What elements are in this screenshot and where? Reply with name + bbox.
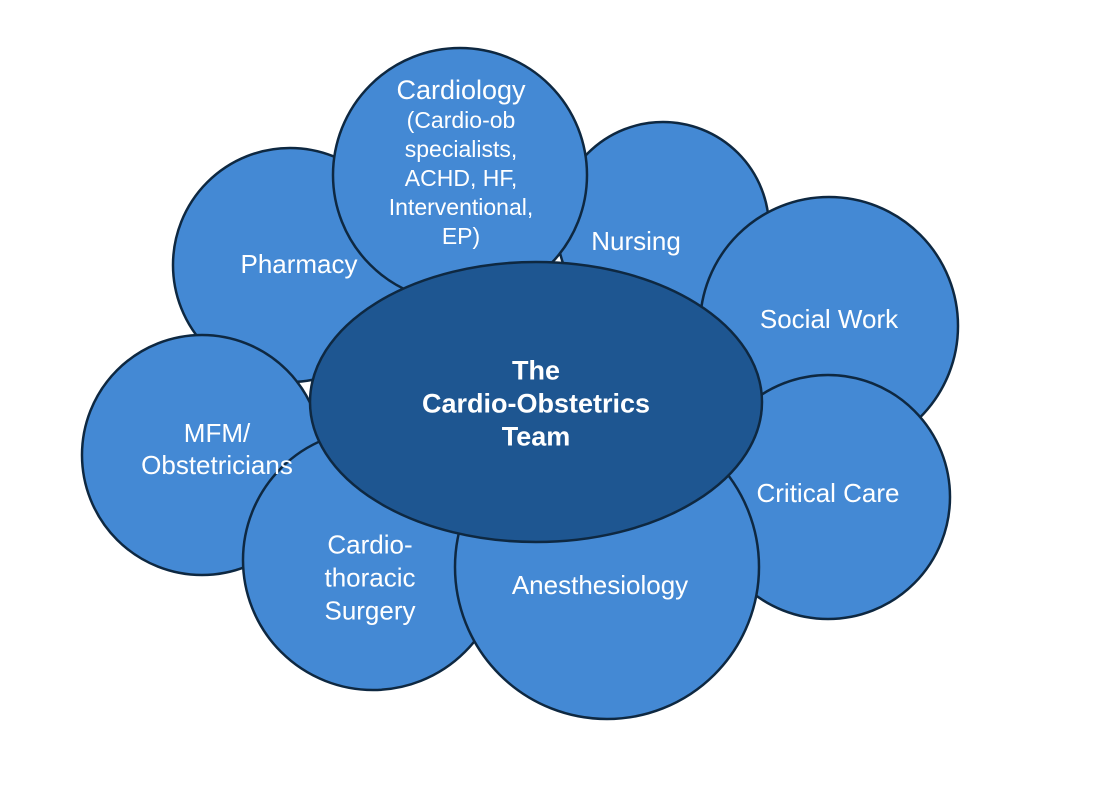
critical-care-label: Critical Care	[756, 477, 899, 509]
center-team-label-line: Cardio-Obstetrics	[421, 388, 651, 419]
cardiology-label-line: Cardiology	[396, 75, 526, 105]
mfm-obstetricians-label: MFM/ Obstetricians	[141, 417, 293, 481]
social-work-label-line: Social Work	[759, 304, 899, 334]
cardiology-label-line: specialists,	[404, 136, 518, 162]
pharmacy-label: Pharmacy	[240, 248, 357, 280]
center-team-label: The Cardio-Obstetrics Team	[422, 355, 650, 454]
nursing-label-line: Nursing	[591, 226, 681, 256]
social-work-label: Social Work	[760, 303, 898, 335]
ct-surgery-label-line: Cardio-	[327, 529, 413, 560]
center-team-ellipse	[308, 260, 764, 544]
critical-care-label-line: Critical Care	[756, 478, 900, 508]
mfm-label-line: MFM/	[183, 418, 251, 448]
cardiology-label-line: (Cardio-ob	[406, 107, 516, 133]
cardiology-label-line: EP)	[441, 223, 481, 249]
anesthesiology-label: Anesthesiology	[512, 569, 688, 601]
ct-surgery-label-line: Surgery	[324, 595, 416, 626]
cardiology-label: Cardiology (Cardio-ob specialists, ACHD,…	[389, 75, 533, 251]
cardiology-label-line: ACHD, HF,	[404, 165, 518, 191]
cardiology-label-line: Interventional,	[388, 194, 534, 220]
center-team-label-line: Team	[501, 421, 571, 452]
center-team-label-line: The	[511, 355, 560, 386]
cardiothoracic-surgery-label: Cardio- thoracic Surgery	[324, 529, 415, 628]
mfm-label-line: Obstetricians	[141, 450, 293, 480]
ct-surgery-label-line: thoracic	[324, 562, 416, 593]
pharmacy-label-line: Pharmacy	[240, 249, 358, 279]
anesthesiology-label-line: Anesthesiology	[511, 570, 689, 600]
nursing-label: Nursing	[591, 225, 681, 257]
